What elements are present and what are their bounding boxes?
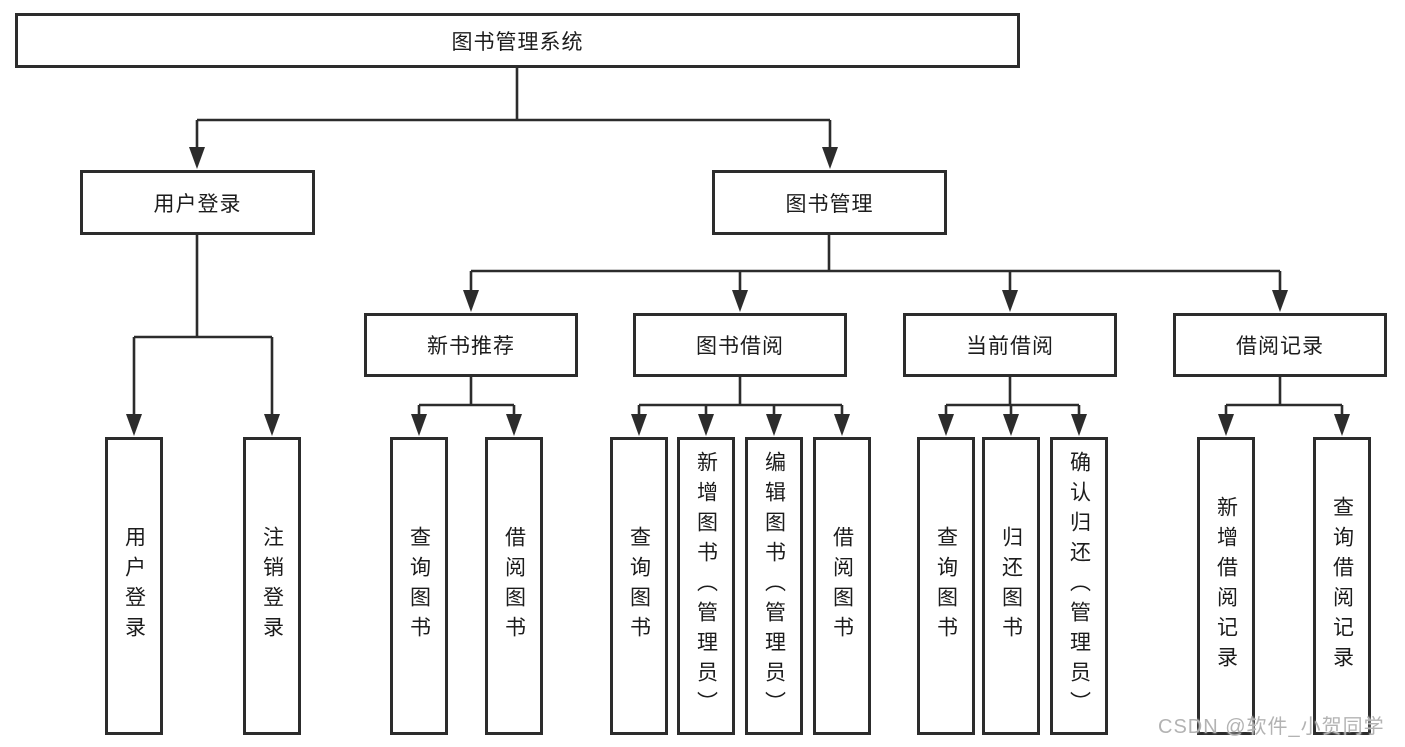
leaf-query-books-1: 查询图书 xyxy=(390,437,448,735)
leaf-add-book-admin-label: 新增图书（管理员） xyxy=(694,451,718,721)
leaf-add-book-admin: 新增图书（管理员） xyxy=(677,437,735,735)
node-user-login: 用户登录 xyxy=(80,170,315,235)
leaf-add-borrow-record: 新增借阅记录 xyxy=(1197,437,1255,735)
arrow-down-icon xyxy=(463,290,479,312)
arrow-down-icon xyxy=(1334,414,1350,436)
arrow-down-icon xyxy=(732,290,748,312)
leaf-edit-book-admin-label: 编辑图书（管理员） xyxy=(762,451,786,721)
leaf-query-books-3-label: 查询图书 xyxy=(934,526,958,646)
leaf-return-books-label: 归还图书 xyxy=(999,526,1023,646)
arrow-down-icon xyxy=(126,414,142,436)
leaf-query-books-2-label: 查询图书 xyxy=(627,526,651,646)
leaf-borrow-books-2-label: 借阅图书 xyxy=(830,526,854,646)
leaf-return-books: 归还图书 xyxy=(982,437,1040,735)
arrow-down-icon xyxy=(822,147,838,169)
arrow-down-icon xyxy=(411,414,427,436)
node-new-book-recommend: 新书推荐 xyxy=(364,313,578,377)
node-book-management: 图书管理 xyxy=(712,170,947,235)
connector-user-login xyxy=(132,235,274,418)
arrow-down-icon xyxy=(1071,414,1087,436)
arrow-down-icon xyxy=(698,414,714,436)
watermark: CSDN @软件_小贺同学 xyxy=(1158,716,1385,738)
leaf-borrow-books-1: 借阅图书 xyxy=(485,437,543,735)
leaf-user-login: 用户登录 xyxy=(105,437,163,735)
leaf-query-books-3: 查询图书 xyxy=(917,437,975,735)
leaf-confirm-return-admin: 确认归还（管理员） xyxy=(1050,437,1108,735)
connector-borrowing-records xyxy=(1224,377,1344,418)
arrow-down-icon xyxy=(1218,414,1234,436)
node-borrowing-records: 借阅记录 xyxy=(1173,313,1387,377)
leaf-borrow-books-2: 借阅图书 xyxy=(813,437,871,735)
connector-new-book-recommend xyxy=(417,377,516,418)
node-root: 图书管理系统 xyxy=(15,13,1020,68)
leaf-confirm-return-admin-label: 确认归还（管理员） xyxy=(1067,451,1091,721)
connector-root xyxy=(195,68,832,150)
node-borrowing-records-label: 借阅记录 xyxy=(1236,335,1324,358)
leaf-logout: 注销登录 xyxy=(243,437,301,735)
connector-current-borrowing xyxy=(944,377,1081,418)
node-book-borrowing: 图书借阅 xyxy=(633,313,847,377)
arrow-down-icon xyxy=(189,147,205,169)
leaf-add-borrow-record-label: 新增借阅记录 xyxy=(1214,496,1238,676)
arrow-down-icon xyxy=(1003,414,1019,436)
leaf-user-login-label: 用户登录 xyxy=(122,526,146,646)
connector-book-management xyxy=(469,235,1282,294)
node-new-book-recommend-label: 新书推荐 xyxy=(427,335,515,358)
leaf-query-books-2: 查询图书 xyxy=(610,437,668,735)
arrow-down-icon xyxy=(264,414,280,436)
arrow-down-icon xyxy=(834,414,850,436)
node-user-login-label: 用户登录 xyxy=(153,192,242,216)
node-current-borrowing: 当前借阅 xyxy=(903,313,1117,377)
arrow-down-icon xyxy=(1272,290,1288,312)
leaf-borrow-books-1-label: 借阅图书 xyxy=(502,526,526,646)
node-book-management-label: 图书管理 xyxy=(785,192,874,216)
arrowheads xyxy=(126,147,1350,436)
leaf-logout-label: 注销登录 xyxy=(260,526,284,646)
node-current-borrowing-label: 当前借阅 xyxy=(966,335,1054,358)
leaf-query-borrow-record: 查询借阅记录 xyxy=(1313,437,1371,735)
arrow-down-icon xyxy=(506,414,522,436)
node-book-borrowing-label: 图书借阅 xyxy=(696,335,784,358)
leaf-edit-book-admin: 编辑图书（管理员） xyxy=(745,437,803,735)
arrow-down-icon xyxy=(1002,290,1018,312)
arrow-down-icon xyxy=(938,414,954,436)
leaf-query-borrow-record-label: 查询借阅记录 xyxy=(1330,496,1354,676)
arrow-down-icon xyxy=(631,414,647,436)
node-root-label: 图书管理系统 xyxy=(451,30,584,54)
connector-book-borrowing xyxy=(637,377,844,418)
leaf-query-books-1-label: 查询图书 xyxy=(407,526,431,646)
arrow-down-icon xyxy=(766,414,782,436)
